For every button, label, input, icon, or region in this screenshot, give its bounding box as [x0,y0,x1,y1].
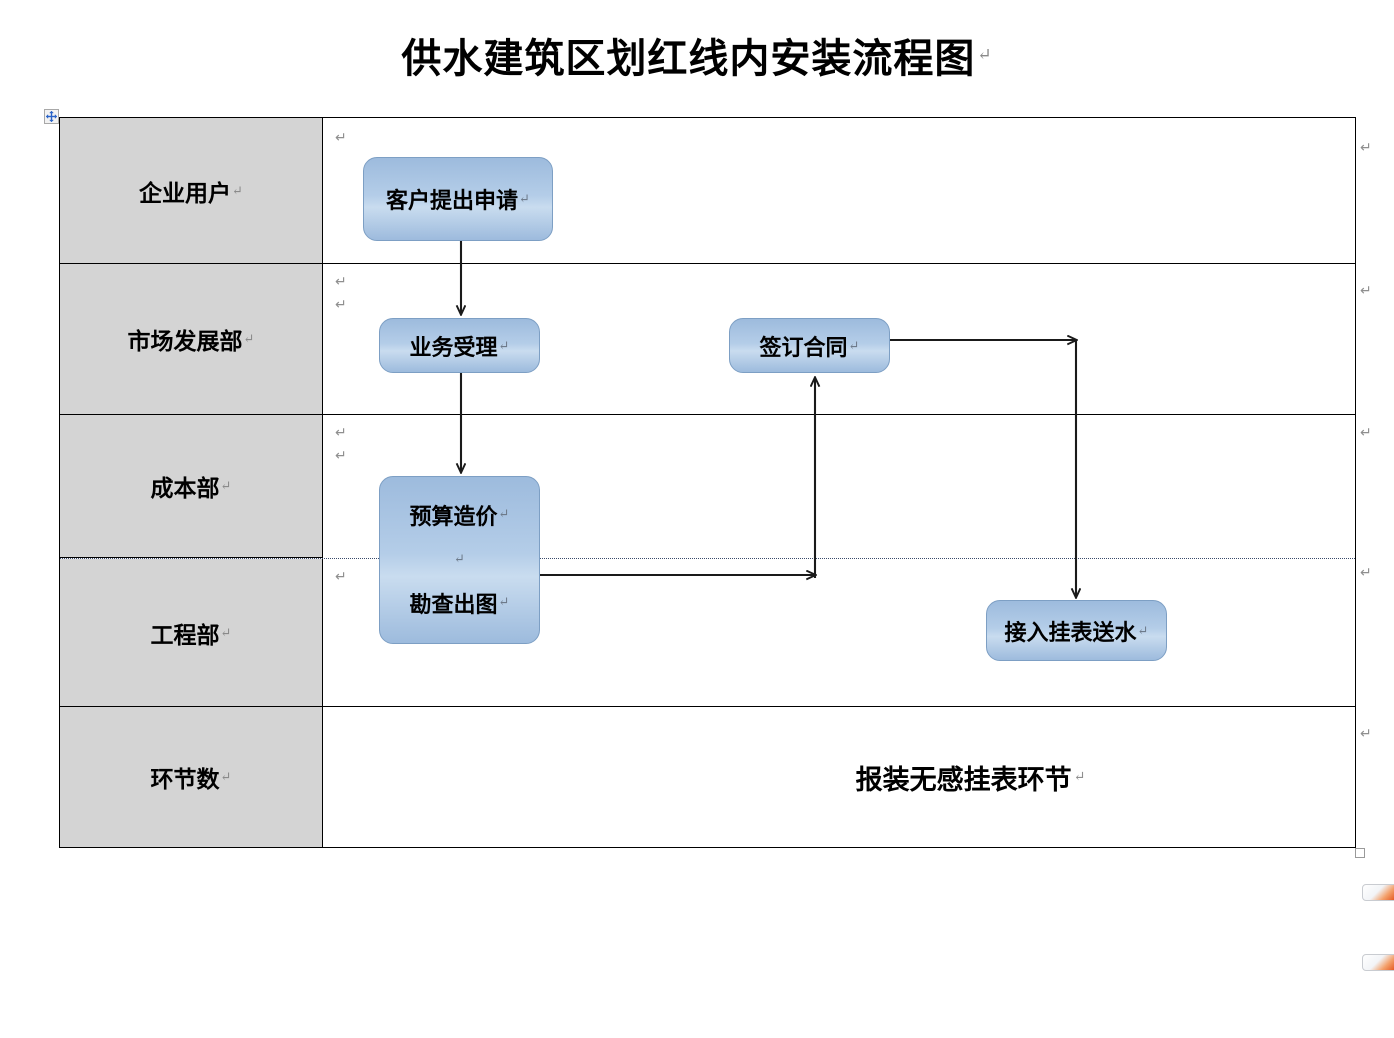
paragraph-mark: ↵ [335,273,347,289]
row-label-market-development: 市场发展部↵ [60,264,323,414]
row-label-text: 成本部 [150,476,220,501]
page-title: 供水建筑区划红线内安装流程图↵ [0,26,1394,84]
row-label-engineering-department: 工程部↵ [60,559,323,706]
row-label-text: 环节数 [150,767,220,792]
row-body-step-count: 报装无感挂表环节↵ [323,707,1355,847]
paragraph-mark: ↵ [519,191,530,206]
paragraph-mark: ↵ [454,551,465,566]
table-row: 市场发展部↵ ↵ ↵ [60,264,1355,415]
flow-node-label: 客户提出申请 [386,188,519,213]
paragraph-mark: ↵ [232,182,243,198]
table-resize-icon[interactable] [1355,848,1365,858]
row-label-step-count: 环节数↵ [60,707,323,847]
paragraph-mark: ↵ [335,129,347,145]
flow-node-label: 接入挂表送水 [1004,619,1137,645]
paragraph-mark: ↵ [220,478,232,493]
row-label-cost-department: 成本部↵ [60,415,323,558]
flow-node-business-acceptance[interactable]: 业务受理↵ [379,318,540,373]
summary-text-value: 报装无感挂表环节 [855,764,1072,795]
flow-node-sign-contract[interactable]: 签订合同↵ [729,318,890,373]
flow-table: 企业用户↵ ↵ 市场发展部↵ ↵ ↵ 成本部↵ ↵ ↵ 工程部↵ ↵ 环节数↵ … [59,117,1356,848]
paragraph-mark: ↵ [848,337,860,353]
paragraph-mark: ↵ [335,568,347,584]
paragraph-mark: ↵ [243,331,255,346]
paragraph-mark: ↵ [498,594,510,609]
flow-node-connect-meter-water[interactable]: 接入挂表送水↵ [986,600,1167,661]
flow-node-label: 勘查出图 [409,592,498,617]
row-end-mark: ↵ [1360,725,1372,741]
row-label-text: 企业用户 [139,180,232,206]
row-label-text: 市场发展部 [127,329,243,354]
paragraph-mark: ↵ [977,45,993,64]
flow-node-label: 签订合同 [759,334,848,360]
paragraph-mark: ↵ [335,296,347,312]
table-row: 企业用户↵ ↵ [60,118,1355,264]
flow-node-budget-and-survey[interactable]: 预算造价↵ ↵ 勘查出图↵ [379,476,540,644]
paragraph-mark: ↵ [335,447,347,463]
flow-node-label-survey: 勘查出图↵ [410,587,510,619]
clipped-ui-chip [1362,884,1394,901]
paragraph-mark: ↵ [1137,622,1149,638]
table-row: 环节数↵ 报装无感挂表环节↵ [60,707,1355,847]
row-end-mark: ↵ [1360,139,1372,155]
paragraph-mark: ↵ [1073,769,1086,785]
paragraph-mark: ↵ [220,769,232,784]
paragraph-mark: ↵ [498,337,510,353]
table-row: 成本部↵ ↵ ↵ [60,415,1355,559]
clipped-ui-chip [1362,954,1394,971]
summary-text: 报装无感挂表环节↵ [586,707,1355,847]
row-end-mark: ↵ [1360,282,1372,298]
row-label-text: 工程部 [150,622,220,648]
flow-node-label: 业务受理 [409,334,498,360]
row-end-mark: ↵ [1360,424,1372,440]
row-end-mark: ↵ [1360,564,1372,580]
page-title-text: 供水建筑区划红线内安装流程图 [401,36,976,81]
paragraph-mark: ↵ [498,506,510,521]
flow-node-customer-application[interactable]: 客户提出申请↵ [363,157,553,241]
paragraph-mark: ↵ [335,424,347,440]
row-label-enterprise-user: 企业用户↵ [60,118,323,263]
flow-node-label: 预算造价 [409,504,498,529]
paragraph-mark: ↵ [220,624,232,640]
flow-node-label-budget: 预算造价↵ [410,499,510,531]
table-move-icon[interactable] [44,109,59,124]
